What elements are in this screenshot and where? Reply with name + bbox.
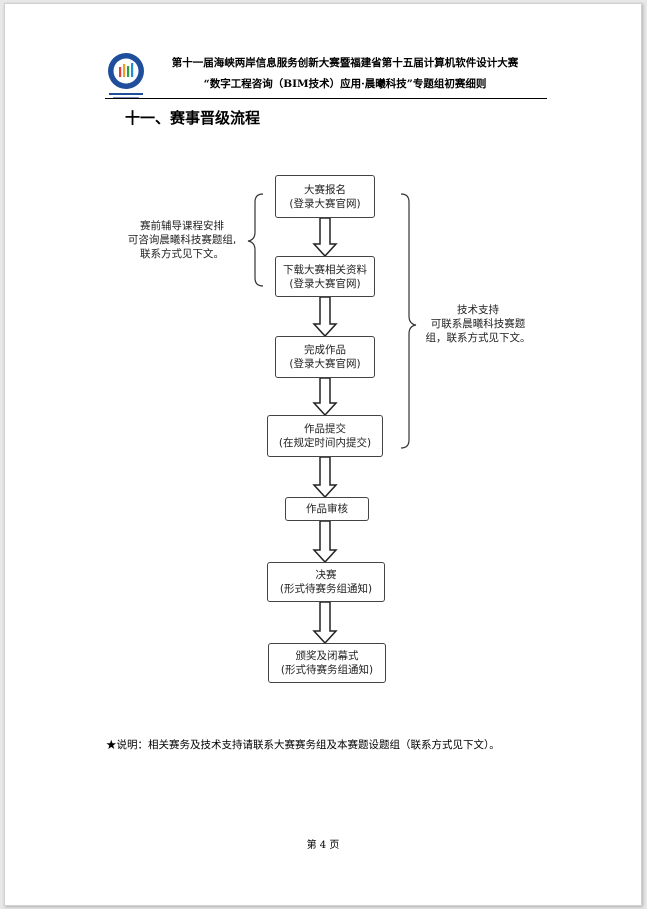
- header-divider: [105, 98, 547, 99]
- flow-step-review: 作品审核: [285, 497, 369, 521]
- section-title: 十一、赛事晋级流程: [125, 109, 261, 127]
- right-note-line: 可联系晨曦科技赛题: [430, 318, 526, 330]
- flow-step-subtitle: (在规定时间内提交): [278, 437, 372, 449]
- flow-step-title: 大赛报名: [304, 183, 346, 196]
- left-note-line: 可咨询晨曦科技赛题组,: [127, 234, 237, 246]
- flow-step-subtitle: (形式待赛务组通知): [280, 664, 374, 676]
- flow-arrow-4: [312, 456, 338, 499]
- flow-step-award-ceremony: 颁奖及闭幕式 (形式待赛务组通知): [268, 643, 386, 683]
- flow-step-subtitle: (登录大赛官网): [289, 358, 361, 370]
- flow-step-subtitle: (形式待赛务组通知): [279, 583, 373, 595]
- left-note-line: 联系方式见下文。: [140, 248, 224, 260]
- left-note-coaching: 赛前辅导课程安排 可咨询晨曦科技赛题组, 联系方式见下文。: [118, 219, 246, 261]
- right-note-line: 组，联系方式见下文。: [425, 332, 531, 344]
- flow-step-final: 决赛 (形式待赛务组通知): [267, 562, 385, 602]
- flow-step-download-materials: 下载大赛相关资料 (登录大赛官网): [275, 256, 375, 297]
- flow-step-subtitle: (登录大赛官网): [289, 197, 361, 210]
- header-title-line2: “数字工程咨询（BIM技术）应用·晨曦科技”专题组初赛细则: [203, 78, 487, 90]
- flow-arrow-6: [312, 601, 338, 645]
- left-brace: [247, 193, 264, 287]
- flow-step-title: 完成作品: [304, 344, 346, 356]
- flow-step-subtitle: (登录大赛官网): [289, 277, 361, 290]
- right-note-tech-support: 技术支持 可联系晨曦科技赛题 组，联系方式见下文。: [418, 303, 538, 345]
- flow-step-title: 作品提交: [304, 423, 346, 435]
- flow-arrow-3: [312, 377, 338, 417]
- flow-step-submit-work: 作品提交 (在规定时间内提交): [267, 415, 383, 457]
- left-note-line: 赛前辅导课程安排: [140, 220, 224, 232]
- right-brace: [400, 193, 417, 449]
- flow-arrow-2: [312, 296, 338, 338]
- flow-step-title: 下载大赛相关资料: [283, 263, 367, 276]
- flow-arrow-1: [312, 217, 338, 258]
- flow-step-title: 作品审核: [306, 503, 348, 515]
- document-page: 第十一届海峡两岸信息服务创新大赛暨福建省第十五届计算机软件设计大赛 “数字工程咨…: [4, 3, 642, 906]
- flow-step-complete-work: 完成作品 (登录大赛官网): [275, 336, 375, 378]
- flow-step-title: 决赛: [315, 569, 337, 581]
- flow-step-register: 大赛报名 (登录大赛官网): [275, 175, 375, 218]
- header-title-line1: 第十一届海峡两岸信息服务创新大赛暨福建省第十五届计算机软件设计大赛: [171, 57, 519, 69]
- contest-logo-icon: [108, 53, 144, 99]
- page-number: 第 4 页: [306, 840, 340, 851]
- flowchart-connectors: [247, 193, 417, 645]
- right-note-line: 技术支持: [457, 304, 499, 316]
- flow-arrow-5: [312, 520, 338, 564]
- flow-step-title: 颁奖及闭幕式: [295, 650, 359, 662]
- explanation-note: ★说明：相关赛务及技术支持请联系大赛赛务组及本赛题设题组（联系方式见下文）。: [106, 739, 500, 751]
